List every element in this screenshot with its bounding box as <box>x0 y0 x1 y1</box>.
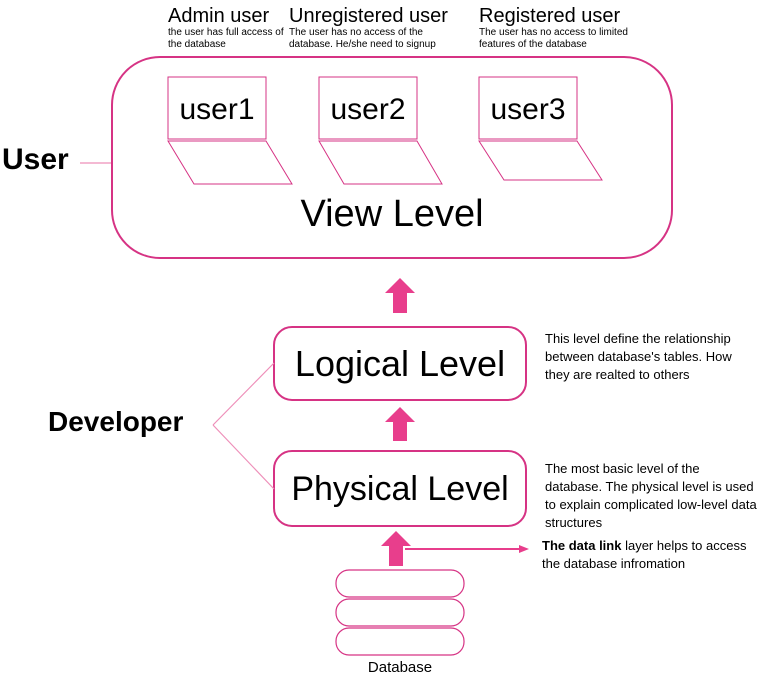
laptop-icon <box>478 76 603 181</box>
arrow-up-icon <box>381 531 411 566</box>
database-label: Database <box>367 659 433 676</box>
laptop-label: user2 <box>330 93 406 126</box>
role-developer-label: Developer <box>48 406 184 437</box>
arrow-up-icon <box>385 278 415 313</box>
user-type-registered: Registered user The user has no access t… <box>479 5 649 51</box>
user-type-title: Admin user <box>168 5 270 27</box>
database-disk <box>335 627 465 656</box>
view-level-box <box>111 56 673 259</box>
user-type-description: the user has full access of the database <box>168 27 284 50</box>
user-type-description: The user has no access to limited featur… <box>479 27 628 50</box>
arrow-right-icon <box>519 545 529 553</box>
laptop-icon <box>318 76 443 185</box>
physical-level-note: The most basic level of the database. Th… <box>545 461 757 530</box>
laptop-label: user3 <box>490 93 566 126</box>
user-type-description: The user has no access of the database. … <box>289 27 436 50</box>
logical-level-title: Logical Level <box>294 343 506 384</box>
view-level-title: View Level <box>300 193 484 235</box>
database-disk <box>335 598 465 627</box>
arrow-up-icon <box>385 407 415 441</box>
user-type-title: Unregistered user <box>289 5 448 27</box>
developer-connector-line <box>212 424 275 490</box>
role-user-label: User <box>2 143 69 176</box>
data-link-text: layer helps to access the database infro… <box>542 538 747 571</box>
user-type-title: Registered user <box>479 5 621 27</box>
physical-level-title: Physical Level <box>291 470 509 508</box>
user-type-unregistered: Unregistered user The user has no access… <box>289 5 464 51</box>
developer-connector-line <box>212 362 275 426</box>
database-disk <box>335 569 465 598</box>
logical-level-note: This level define the relationship betwe… <box>545 331 732 382</box>
laptop-label: user1 <box>179 93 255 126</box>
user-type-admin: Admin user the user has full access of t… <box>168 5 293 51</box>
data-link-note: The data link layer helps to access the … <box>542 537 752 573</box>
data-link-bold: The data link <box>542 538 622 553</box>
laptop-icon <box>167 76 293 185</box>
